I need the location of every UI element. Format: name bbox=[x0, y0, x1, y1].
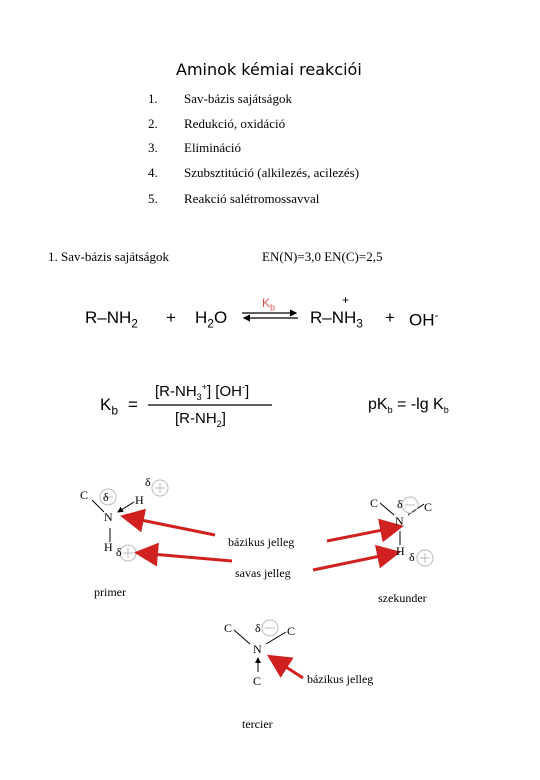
toc-item: Sav-bázis sajátságok bbox=[184, 91, 292, 106]
atom-hydrogen: H bbox=[104, 540, 113, 554]
kb-symbol: Kb bbox=[100, 395, 119, 418]
basic-character-label: bázikus jelleg bbox=[307, 672, 374, 686]
toc-item: Redukció, oxidáció bbox=[184, 116, 286, 131]
reactant-amine: R–NH2 bbox=[85, 308, 138, 331]
toc-number: 5. bbox=[148, 191, 158, 206]
atom-nitrogen: N bbox=[395, 514, 404, 528]
atom-nitrogen: N bbox=[253, 642, 262, 656]
electronegativity-note: EN(N)=3,0 EN(C)=2,5 bbox=[262, 249, 383, 264]
product-hydroxide: OH- bbox=[409, 308, 439, 330]
atom-nitrogen: N bbox=[104, 510, 113, 524]
partial-charge-delta: δ bbox=[397, 497, 403, 511]
structure-label: primer bbox=[94, 585, 126, 599]
acidic-character-label: savas jelleg bbox=[235, 566, 291, 580]
atom-carbon: C bbox=[424, 500, 433, 514]
basic-character-label: bázikus jelleg bbox=[228, 535, 295, 549]
partial-charge-delta: δ bbox=[409, 550, 415, 564]
kb-arrow-label: Kb bbox=[262, 296, 276, 313]
pkb-expression: pKb = -lg Kb bbox=[368, 396, 449, 416]
kb-denominator: [R-NH2] bbox=[175, 410, 226, 429]
product-charge: + bbox=[342, 293, 350, 307]
atom-hydrogen: H bbox=[135, 493, 144, 507]
partial-charge-delta: δ bbox=[145, 475, 151, 489]
toc-number: 2. bbox=[148, 116, 158, 131]
structure-label: szekunder bbox=[378, 591, 427, 605]
toc-number: 1. bbox=[148, 91, 158, 106]
atom-carbon: C bbox=[80, 488, 89, 502]
reactant-water: H2O bbox=[195, 308, 228, 331]
toc-number: 4. bbox=[148, 165, 158, 180]
page-title: Aminok kémiai reakciói bbox=[176, 60, 362, 79]
plus-sign: + bbox=[385, 308, 395, 327]
product-ammonium: R–NH3 bbox=[310, 308, 363, 331]
plus-sign: + bbox=[166, 308, 176, 327]
atom-carbon: C bbox=[224, 621, 233, 635]
section-heading: 1. Sav-bázis sajátságok bbox=[48, 249, 169, 264]
kb-numerator: [R-NH3+] [OH-] bbox=[155, 382, 250, 402]
kb-equals: = bbox=[128, 395, 138, 414]
atom-hydrogen: H bbox=[396, 544, 405, 558]
atom-carbon: C bbox=[253, 674, 262, 688]
partial-charge-delta: δ bbox=[116, 545, 122, 559]
partial-charge-delta: δ bbox=[255, 621, 261, 635]
toc-item: Elimináció bbox=[184, 140, 242, 155]
atom-carbon: C bbox=[370, 496, 379, 510]
structure-label: tercier bbox=[242, 717, 273, 731]
toc-number: 3. bbox=[148, 140, 158, 155]
toc-item: Reakció salétromossavval bbox=[184, 191, 320, 206]
atom-carbon: C bbox=[287, 624, 296, 638]
partial-charge-delta: δ bbox=[103, 490, 109, 504]
toc-item: Szubsztitúció (alkilezés, acilezés) bbox=[184, 165, 360, 180]
